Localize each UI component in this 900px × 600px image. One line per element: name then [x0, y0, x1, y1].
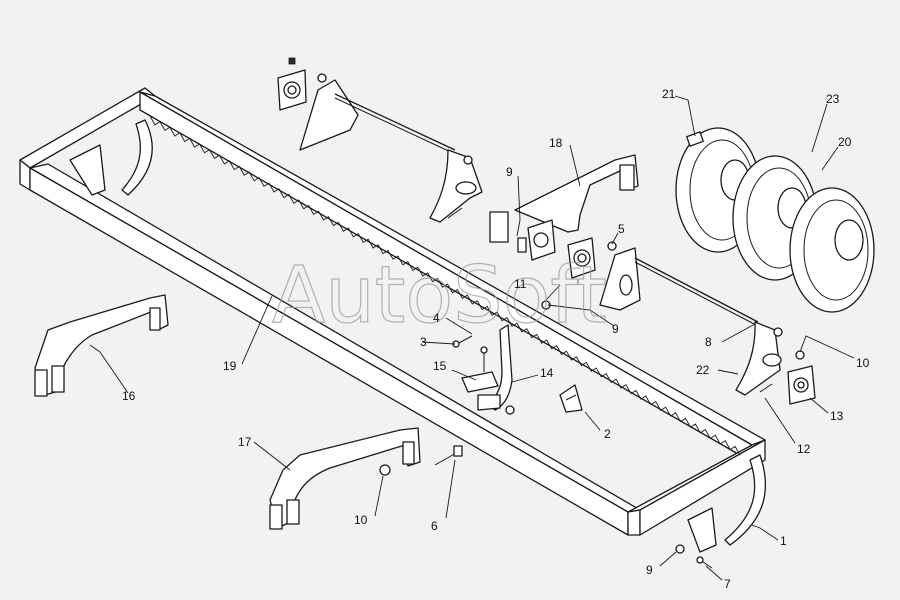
callout-15: 15: [433, 359, 447, 373]
callout-13: 13: [830, 409, 844, 423]
rotor-wheel-20: [789, 187, 875, 313]
callout-11: 11: [514, 277, 527, 291]
callout-16: 16: [122, 389, 136, 403]
bracket-16: [34, 294, 169, 397]
main-frame: [19, 87, 767, 553]
clip-2: [559, 384, 583, 413]
callout-6: 6: [431, 519, 438, 533]
callout-17: 17: [238, 435, 252, 449]
upper-right-arm: [429, 149, 483, 223]
callout-10-right: 10: [856, 356, 870, 370]
callout-14: 14: [540, 366, 554, 380]
nut-9-lower: [675, 544, 685, 554]
bolt-7: [696, 556, 713, 569]
bracket-17: [269, 427, 421, 530]
callout-8: 8: [705, 335, 712, 349]
arm-14: [477, 324, 513, 411]
callout-21: 21: [662, 87, 676, 101]
upper-left-bearing: [277, 57, 456, 155]
bracket-18: [489, 154, 639, 243]
pin-12: [759, 383, 773, 393]
rotor-wheels: [675, 127, 875, 313]
callout-7: 7: [724, 577, 731, 591]
callout-23: 23: [826, 92, 840, 106]
callout-3: 3: [420, 335, 427, 349]
callout-19: 19: [223, 359, 237, 373]
callout-9-upper: 9: [506, 165, 513, 179]
nut-10-lower: [379, 464, 391, 476]
nut-10-mid: [505, 405, 515, 415]
bolt-6: [434, 445, 463, 466]
middle-bearing: [517, 219, 759, 327]
callout-9-middle: 9: [612, 322, 619, 336]
callout-12: 12: [797, 442, 811, 456]
watermark-text: AutoSoft: [272, 251, 607, 341]
callout-9-lower: 9: [646, 563, 653, 577]
callout-5: 5: [618, 222, 625, 236]
callout-4: 4: [433, 311, 440, 325]
callout-18: 18: [549, 136, 563, 150]
callout-10-lower: 10: [354, 513, 368, 527]
bearing-13: [787, 365, 816, 405]
leader-lines: [89, 95, 855, 581]
callout-22: 22: [696, 363, 710, 377]
callout-20: 20: [838, 135, 852, 149]
callout-2: 2: [604, 427, 611, 441]
callout-1: 1: [780, 534, 787, 548]
callout-labels: 1 2 3 4 5 6 7 8 9 9 9 10 10 11 12 13 14 …: [122, 87, 870, 591]
plate-15: [461, 346, 499, 393]
